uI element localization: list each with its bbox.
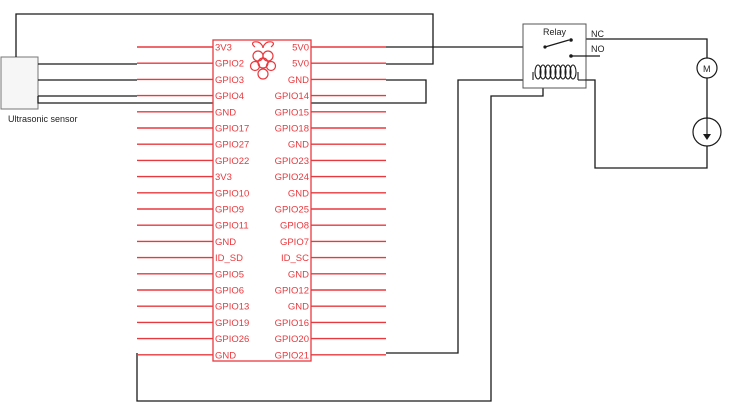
right-pin-label: 5V0 xyxy=(292,43,309,54)
right-pin-label: GPIO7 xyxy=(280,237,309,248)
wire-ground-relay xyxy=(587,79,708,169)
right-pin-label: GPIO15 xyxy=(275,107,309,118)
right-pin-label: ID_SC xyxy=(281,253,309,264)
right-pin-label: GPIO18 xyxy=(275,124,309,135)
left-pin-label: GPIO3 xyxy=(215,75,244,86)
relay-no-label: NO xyxy=(591,44,605,54)
left-pin-label: GPIO13 xyxy=(215,302,249,313)
raspberry-logo-icon xyxy=(249,41,277,80)
right-pin-label: GND xyxy=(288,188,309,199)
right-pin-column: 5V05V0GNDGPIO14GPIO15GPIO18GNDGPIO23GPIO… xyxy=(275,43,386,361)
right-pin-label: GND xyxy=(288,269,309,280)
relay-nc-label: NC xyxy=(591,29,604,39)
left-pin-column: 3V3GPIO2GPIO3GPIO4GNDGPIO17GPIO27GPIO223… xyxy=(137,43,249,361)
left-pin-label: GPIO27 xyxy=(215,140,249,151)
left-pin-label: GPIO9 xyxy=(215,205,244,216)
left-pin-label: GPIO2 xyxy=(215,59,244,70)
left-pin-label: GPIO19 xyxy=(215,318,249,329)
motor-label: M xyxy=(703,64,711,74)
left-pin-label: GPIO4 xyxy=(215,91,244,102)
left-pin-label: GPIO6 xyxy=(215,286,244,297)
right-pin-label: GPIO14 xyxy=(275,91,309,102)
wire-sensor-vcc xyxy=(15,13,434,65)
right-pin-label: GND xyxy=(288,140,309,151)
wire-relay-nc xyxy=(573,38,708,58)
left-pin-label: GPIO10 xyxy=(215,188,249,199)
right-pin-label: GPIO16 xyxy=(275,318,309,329)
left-pin-label: GPIO17 xyxy=(215,124,249,135)
left-pin-label: GND xyxy=(215,350,236,361)
right-pin-label: GPIO8 xyxy=(280,221,309,232)
left-pin-label: 3V3 xyxy=(215,172,232,183)
ultrasonic-sensor: Ultrasonic sensor xyxy=(0,56,78,124)
right-pin-label: GPIO23 xyxy=(275,156,309,167)
right-pin-label: 5V0 xyxy=(292,59,309,70)
left-pin-label: GPIO5 xyxy=(215,269,244,280)
board-outline xyxy=(212,39,312,362)
right-pin-label: GPIO24 xyxy=(275,172,309,183)
left-pin-label: GPIO11 xyxy=(215,221,249,232)
right-pin-label: GPIO21 xyxy=(275,350,309,361)
right-pin-label: GPIO12 xyxy=(275,286,309,297)
motor-body xyxy=(696,57,718,79)
wire-gpio21-relay xyxy=(386,79,533,354)
left-pin-label: GPIO22 xyxy=(215,156,249,167)
motor: M xyxy=(696,57,718,79)
power-source-icon xyxy=(692,117,722,147)
raspberry-pi-board: 3V3GPIO2GPIO3GPIO4GNDGPIO17GPIO27GPIO223… xyxy=(137,39,386,362)
wire-gnd-loop xyxy=(37,79,427,104)
left-pin-label: GND xyxy=(215,237,236,248)
ultrasonic-sensor-label: Ultrasonic sensor xyxy=(8,114,78,124)
relay-switch-arm xyxy=(544,39,570,48)
right-pin-label: GPIO20 xyxy=(275,334,309,345)
left-pin-label: GND xyxy=(215,107,236,118)
wire-gnd-relay xyxy=(136,85,544,402)
right-pin-label: GND xyxy=(288,302,309,313)
left-pin-label: 3V3 xyxy=(215,43,232,54)
relay: Relay NC NO xyxy=(522,23,605,89)
relay-nc-terminal xyxy=(569,38,573,42)
left-pin-label: ID_SD xyxy=(215,253,243,264)
relay-label: Relay xyxy=(543,27,567,37)
relay-coil xyxy=(532,64,587,81)
right-pin-label: GND xyxy=(288,75,309,86)
wires xyxy=(15,13,708,402)
right-pin-label: GPIO25 xyxy=(275,205,309,216)
left-pin-label: GPIO26 xyxy=(215,334,249,345)
ultrasonic-sensor-body xyxy=(0,56,39,110)
